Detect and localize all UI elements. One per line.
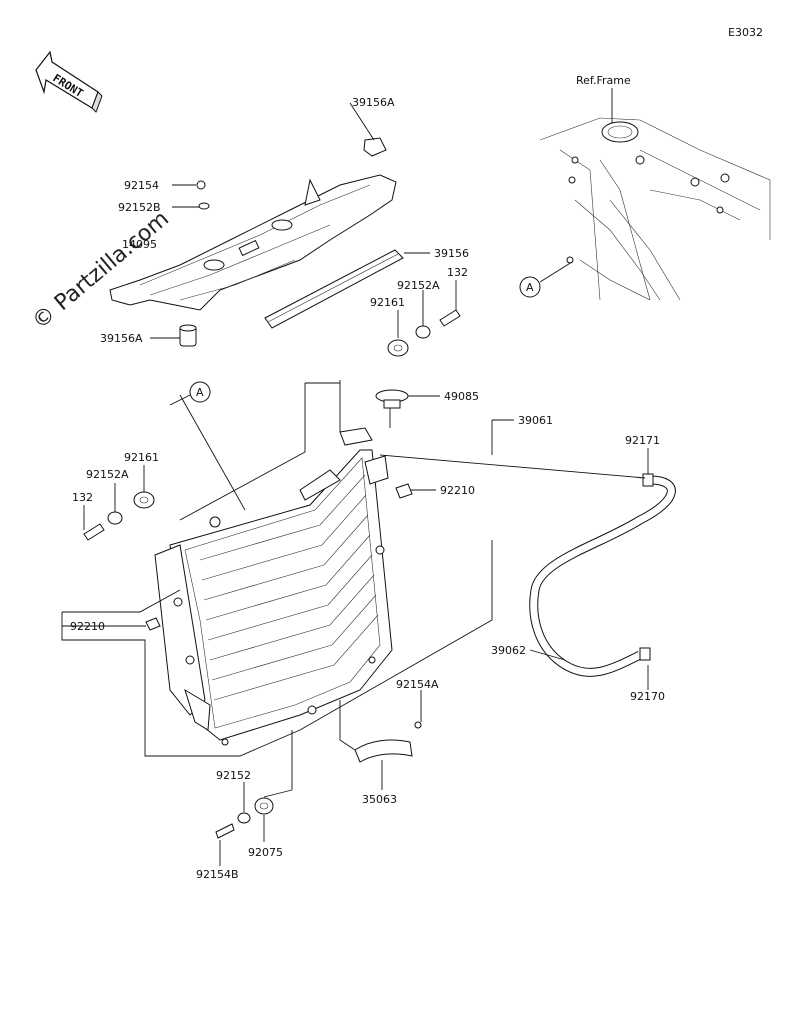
part-92152a-left-drawing xyxy=(107,511,123,525)
label-49085: 49085 xyxy=(444,390,479,403)
part-132-left-drawing xyxy=(83,523,105,541)
label-39156a-bottom: 39156A xyxy=(100,332,143,345)
label-39062: 39062 xyxy=(491,644,526,657)
label-39061: 39061 xyxy=(518,414,553,427)
part-92161-left-drawing xyxy=(133,491,155,509)
label-39156a-top: 39156A xyxy=(352,96,395,109)
svg-text:A: A xyxy=(526,281,534,294)
part-92075-drawing xyxy=(254,797,274,815)
part-132-right-drawing xyxy=(439,309,461,327)
part-39156a-top-drawing xyxy=(363,137,387,157)
label-14095: 14095 xyxy=(122,238,157,251)
label-92154a: 92154A xyxy=(396,678,439,691)
watermark-text: © Partzilla.com xyxy=(28,206,174,334)
label-92161-left: 92161 xyxy=(124,451,159,464)
part-92154b-drawing xyxy=(215,823,235,839)
front-arrow-icon: FRONT xyxy=(35,50,103,113)
part-35063-drawing xyxy=(354,721,422,763)
label-132-left: 132 xyxy=(72,491,93,504)
part-92210-right-drawing xyxy=(395,483,413,499)
part-92154-drawing xyxy=(196,180,210,210)
label-92171: 92171 xyxy=(625,434,660,447)
diagram-code: E3032 xyxy=(728,26,763,39)
part-39156a-bottom-drawing xyxy=(179,324,197,347)
frame-drawing xyxy=(539,117,771,301)
ref-marker-radiator: A xyxy=(189,381,211,403)
part-39156-drawing xyxy=(264,249,404,329)
part-49085-drawing xyxy=(375,389,409,409)
label-35063: 35063 xyxy=(362,793,397,806)
label-92170: 92170 xyxy=(630,690,665,703)
label-132-right: 132 xyxy=(447,266,468,279)
ref-frame-label: Ref.Frame xyxy=(576,74,631,87)
label-92161-right: 92161 xyxy=(370,296,405,309)
ref-marker-frame: A xyxy=(519,261,573,298)
label-92152: 92152 xyxy=(216,769,251,782)
radiator-drawing xyxy=(154,427,393,746)
label-92152a-right: 92152A xyxy=(397,279,440,292)
part-92210-left-drawing xyxy=(145,617,161,631)
label-92152b: 92152B xyxy=(118,201,161,214)
part-92152a-right-drawing xyxy=(415,325,431,339)
part-39062-hose-drawing xyxy=(529,473,676,677)
part-92152-drawing xyxy=(237,812,251,824)
label-92210-left: 92210 xyxy=(70,620,105,633)
label-92152a-left: 92152A xyxy=(86,468,129,481)
part-92161-right-drawing xyxy=(387,339,409,357)
label-92154b: 92154B xyxy=(196,868,239,881)
label-92154: 92154 xyxy=(124,179,159,192)
label-92075: 92075 xyxy=(248,846,283,859)
leader-lines xyxy=(61,102,649,866)
label-92210-right: 92210 xyxy=(440,484,475,497)
label-39156: 39156 xyxy=(434,247,469,260)
svg-text:A: A xyxy=(196,386,204,399)
shroud-bracket-drawing xyxy=(109,174,397,311)
